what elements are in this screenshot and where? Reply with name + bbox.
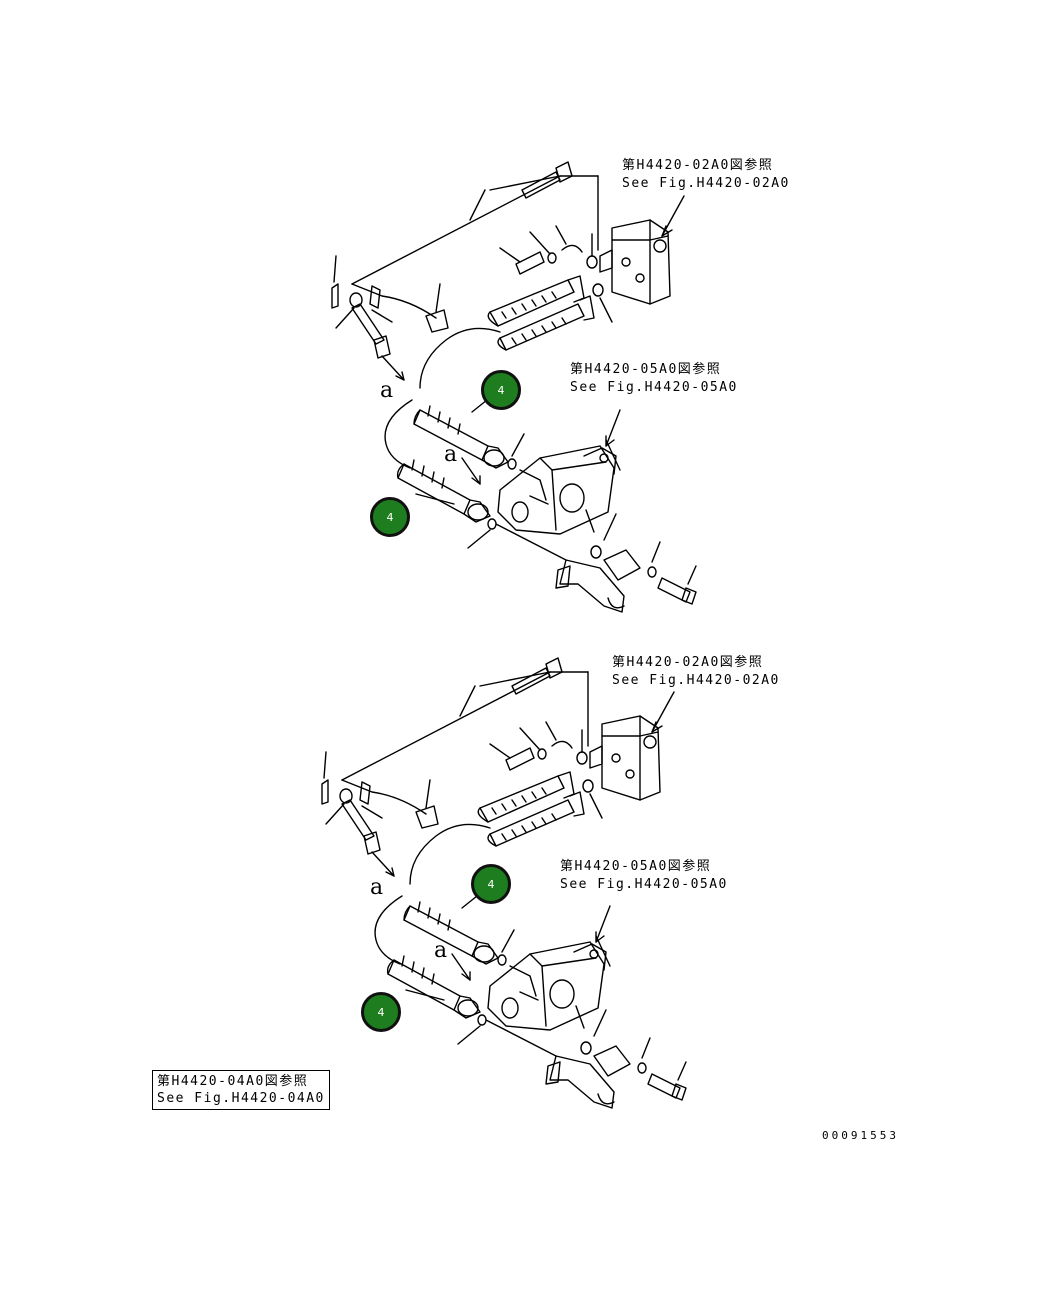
- lower-pump-ref-jp: 第H4420-05A0図参照: [560, 859, 712, 874]
- reference-box-en: See Fig.H4420-04A0: [157, 1091, 325, 1106]
- lower-letter-a-1: a: [370, 875, 384, 900]
- upper-valve-ref-jp: 第H4420-02A0図参照: [622, 158, 774, 173]
- lower-valve-ref-jp: 第H4420-02A0図参照: [612, 655, 764, 670]
- lower-callout-4-bottom: 4: [361, 992, 401, 1032]
- upper-callout-4-bottom: 4: [370, 497, 410, 537]
- drawing-code: 00091553: [822, 1129, 899, 1142]
- lower-letter-a-2: a: [434, 938, 448, 963]
- reference-box: 第H4420-04A0図参照 See Fig.H4420-04A0: [152, 1070, 330, 1110]
- upper-letter-a-1: a: [380, 378, 394, 403]
- upper-valve-ref-en: See Fig.H4420-02A0: [622, 176, 790, 191]
- upper-pump-ref-en: See Fig.H4420-05A0: [570, 380, 738, 395]
- upper-letter-a-2: a: [444, 442, 458, 467]
- lower-callout-4-top: 4: [471, 864, 511, 904]
- upper-callout-4-top: 4: [481, 370, 521, 410]
- lower-pump-ref-en: See Fig.H4420-05A0: [560, 877, 728, 892]
- lower-valve-ref-en: See Fig.H4420-02A0: [612, 673, 780, 688]
- upper-pump-ref-jp: 第H4420-05A0図参照: [570, 362, 722, 377]
- reference-box-jp: 第H4420-04A0図参照: [157, 1074, 309, 1089]
